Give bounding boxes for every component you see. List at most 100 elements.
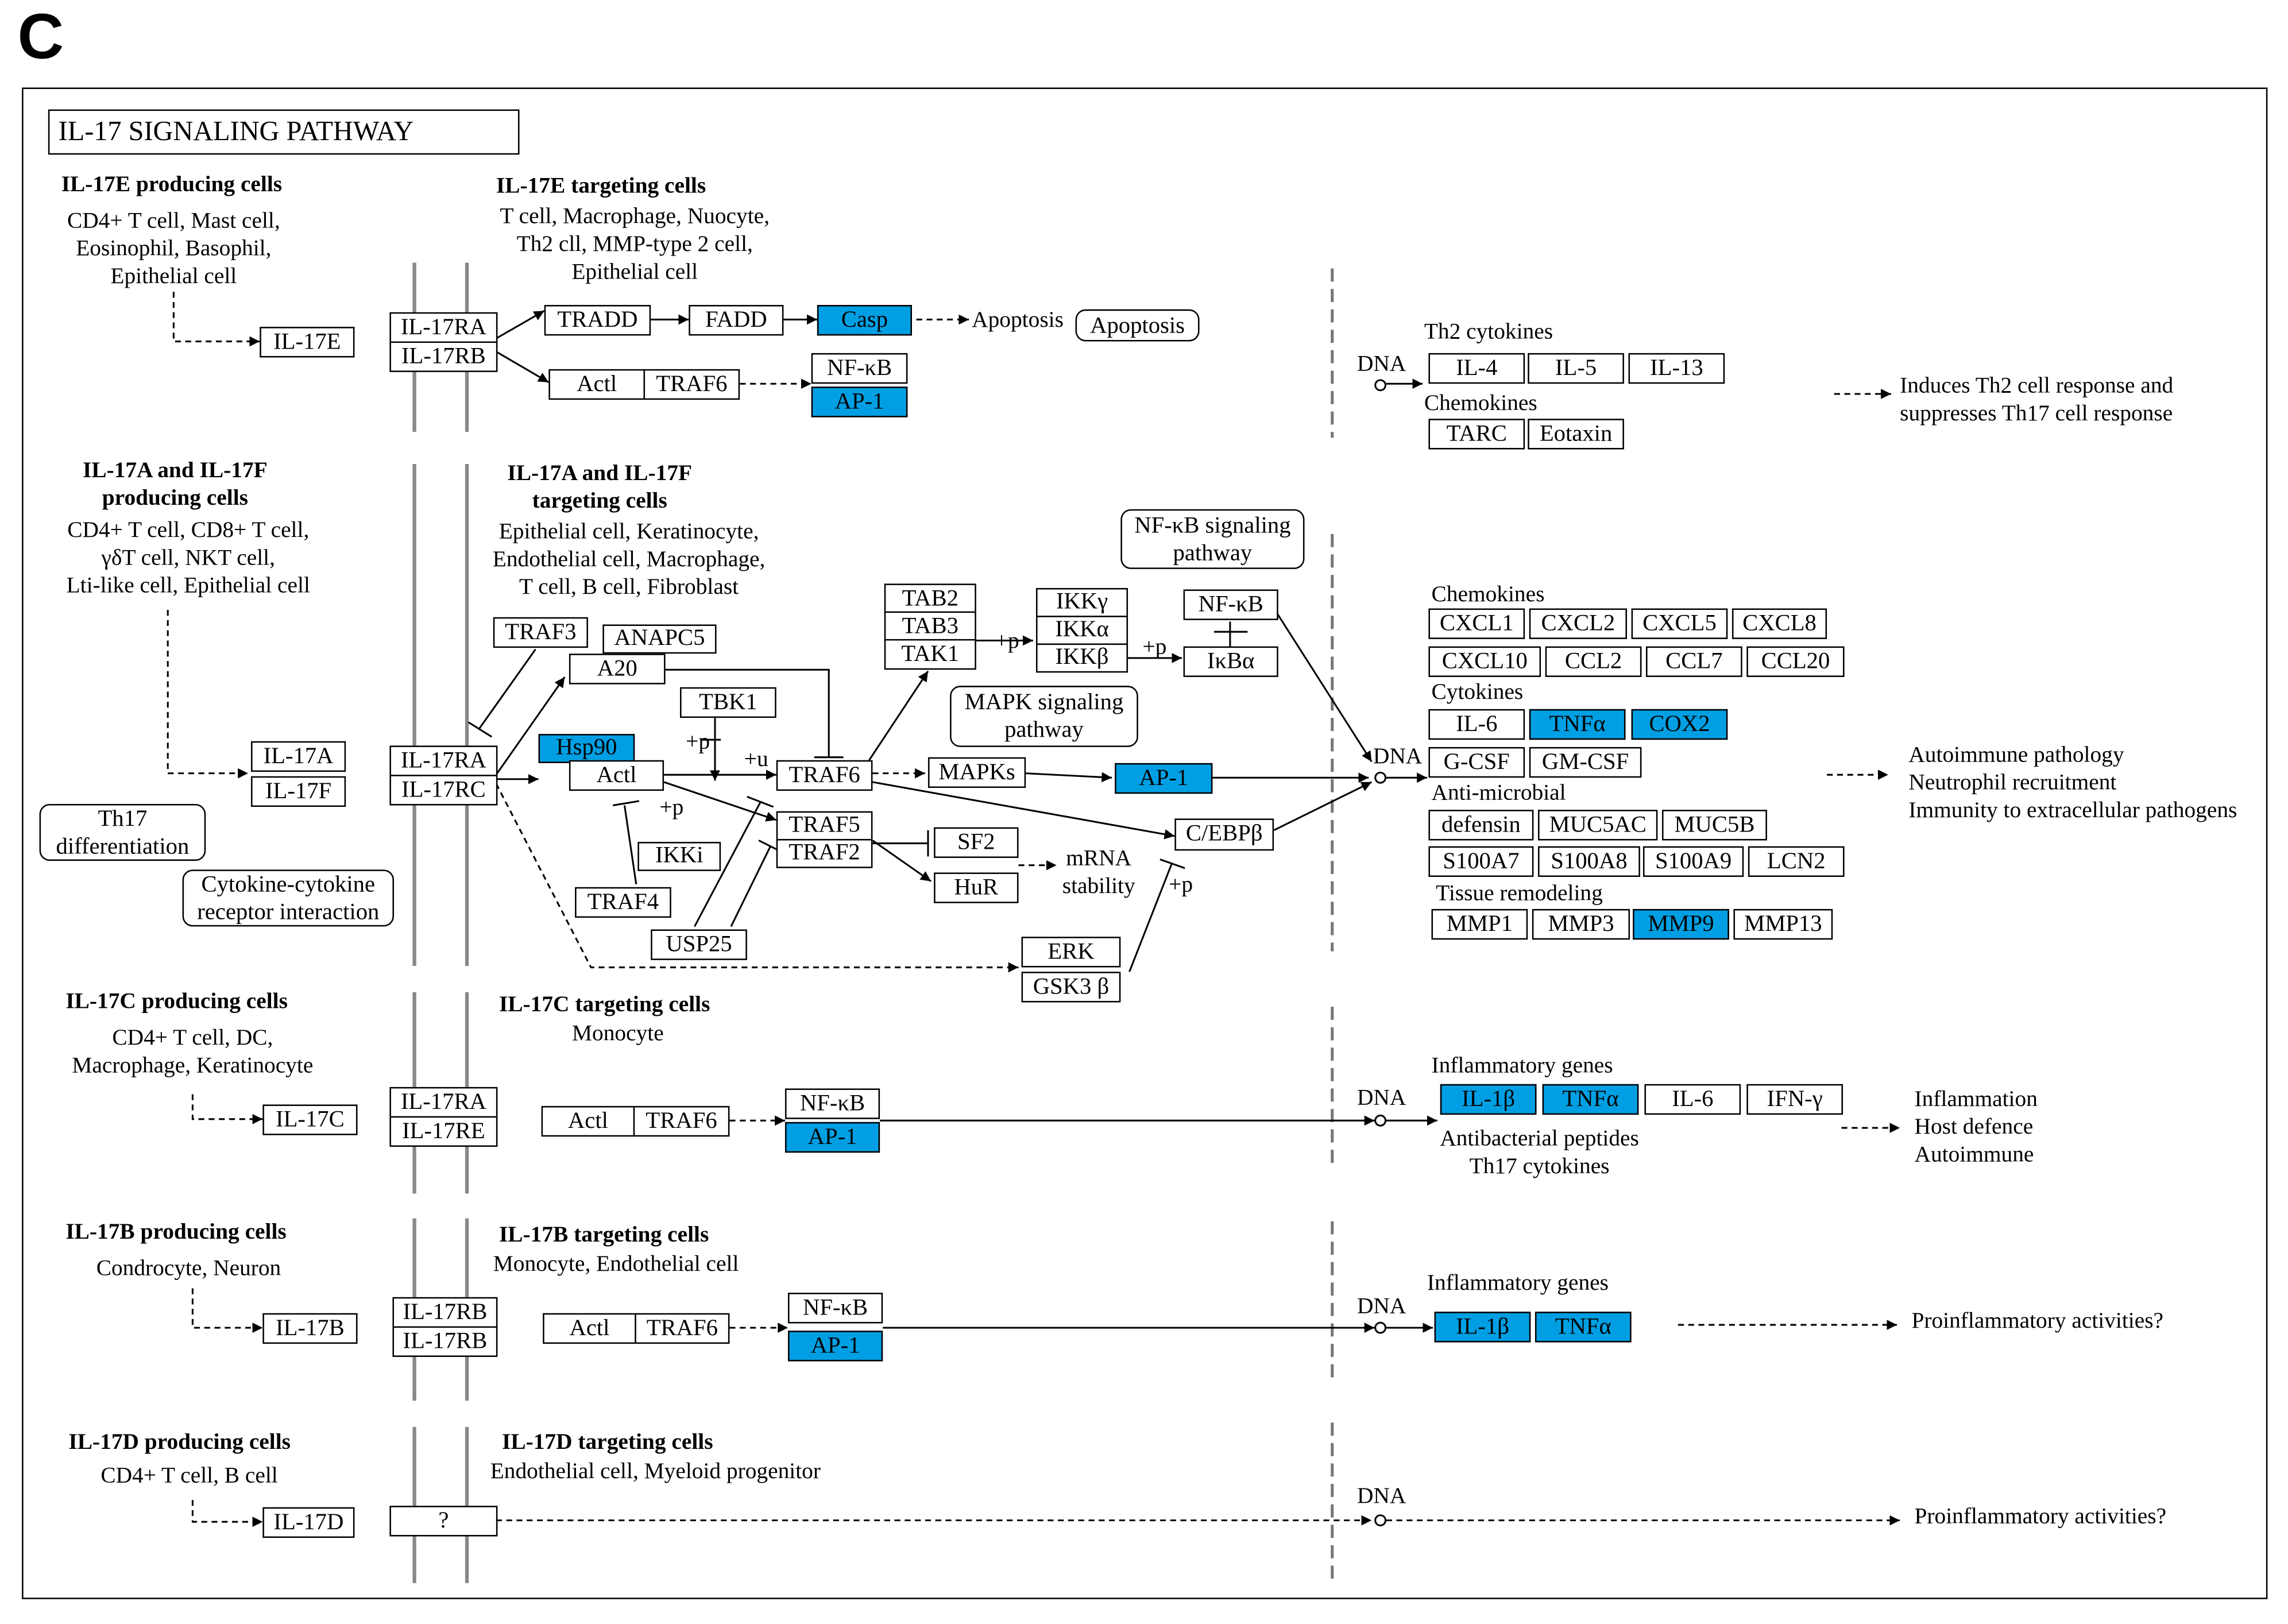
node-usp25[interactable]: USP25: [651, 929, 747, 960]
node-nfkb-3[interactable]: NF-κB: [784, 1088, 880, 1119]
node-tab2[interactable]: TAB2: [884, 583, 976, 614]
il17c-targeting-cells: Monocyte: [571, 1021, 664, 1046]
node-s100a9[interactable]: S100A9: [1642, 846, 1744, 877]
node-sf2[interactable]: SF2: [934, 827, 1019, 858]
node-il1b[interactable]: IL-1β: [1440, 1084, 1537, 1115]
node-hur[interactable]: HuR: [934, 872, 1019, 903]
node-ikka[interactable]: IKKα: [1035, 616, 1128, 645]
node-ccl2[interactable]: CCL2: [1545, 646, 1642, 677]
node-il17ra-2[interactable]: IL-17RA: [389, 745, 498, 776]
node-gsk3b[interactable]: GSK3 β: [1021, 972, 1121, 1003]
node-traf3[interactable]: TRAF3: [493, 617, 588, 648]
node-tak1[interactable]: TAK1: [884, 639, 976, 670]
mapk-signaling-pathway-link[interactable]: MAPK signaling pathway: [950, 686, 1138, 747]
node-il17ra[interactable]: IL-17RA: [389, 312, 498, 343]
node-cox2[interactable]: COX2: [1631, 709, 1728, 740]
node-anapc5[interactable]: ANAPC5: [602, 624, 717, 654]
node-muc5b[interactable]: MUC5B: [1661, 810, 1767, 841]
node-tradd[interactable]: TRADD: [544, 305, 651, 336]
node-ikba[interactable]: IκBα: [1183, 646, 1278, 677]
node-unknown-receptor[interactable]: ?: [389, 1506, 498, 1537]
th17-differentiation-link[interactable]: Th17 differentiation: [39, 803, 206, 861]
node-erk[interactable]: ERK: [1021, 937, 1121, 968]
node-cxcl2[interactable]: CXCL2: [1529, 608, 1627, 639]
node-ap1-2[interactable]: AP-1: [1115, 763, 1213, 794]
node-il13[interactable]: IL-13: [1628, 353, 1725, 384]
node-traf5[interactable]: TRAF5: [776, 811, 873, 841]
node-traf6[interactable]: TRAF6: [643, 369, 740, 400]
node-cxcl1[interactable]: CXCL1: [1428, 608, 1525, 639]
node-ap1-3[interactable]: AP-1: [784, 1122, 880, 1153]
node-fadd[interactable]: FADD: [689, 305, 784, 336]
node-il17b[interactable]: IL-17B: [262, 1313, 358, 1344]
node-tarc[interactable]: TARC: [1428, 419, 1525, 450]
node-gmcsf[interactable]: GM-CSF: [1529, 747, 1642, 778]
node-ccl20[interactable]: CCL20: [1746, 646, 1845, 677]
node-il17e[interactable]: IL-17E: [260, 327, 355, 358]
node-traf4[interactable]: TRAF4: [575, 887, 671, 918]
node-lcn2[interactable]: LCN2: [1748, 846, 1845, 877]
node-ikkb[interactable]: IKKβ: [1035, 643, 1128, 673]
node-actl-3[interactable]: Actl: [541, 1105, 635, 1137]
th2-cytokines-heading: Th2 cytokines: [1424, 319, 1553, 345]
node-il1b-2[interactable]: IL-1β: [1434, 1312, 1531, 1343]
node-mmp1[interactable]: MMP1: [1431, 908, 1528, 940]
node-traf6-4[interactable]: TRAF6: [635, 1313, 730, 1344]
cytokine-receptor-interaction-link[interactable]: Cytokine-cytokine receptor interaction: [182, 869, 395, 927]
node-il17re[interactable]: IL-17RE: [389, 1116, 498, 1147]
node-il4[interactable]: IL-4: [1428, 353, 1525, 384]
node-il17ra-3[interactable]: IL-17RA: [389, 1086, 498, 1118]
node-il17rb[interactable]: IL-17RB: [389, 341, 498, 372]
node-il17f[interactable]: IL-17F: [251, 776, 346, 807]
node-cxcl10[interactable]: CXCL10: [1428, 646, 1541, 677]
node-a20[interactable]: A20: [569, 654, 666, 685]
node-il6-2[interactable]: IL-6: [1644, 1084, 1741, 1115]
node-cxcl8[interactable]: CXCL8: [1732, 608, 1827, 639]
node-ikki[interactable]: IKKi: [637, 842, 721, 871]
node-ikkg[interactable]: IKKγ: [1035, 587, 1128, 617]
node-tbk1[interactable]: TBK1: [680, 687, 776, 718]
node-casp[interactable]: Casp: [817, 305, 912, 336]
node-il17c[interactable]: IL-17C: [262, 1104, 358, 1135]
node-il17rb-3[interactable]: IL-17RB: [392, 1326, 498, 1357]
node-nfkb[interactable]: NF-κB: [811, 353, 908, 384]
node-actl[interactable]: Actl: [548, 369, 646, 400]
node-nfkb-4[interactable]: NF-κB: [788, 1293, 883, 1324]
node-ifng[interactable]: IFN-γ: [1746, 1084, 1843, 1115]
node-actl-4[interactable]: Actl: [543, 1313, 636, 1344]
node-ccl7[interactable]: CCL7: [1646, 646, 1742, 677]
node-muc5ac[interactable]: MUC5AC: [1538, 810, 1658, 841]
node-cebpb[interactable]: C/EBPβ: [1174, 818, 1274, 851]
nfkb-signaling-pathway-link[interactable]: NF-κB signaling pathway: [1120, 509, 1305, 569]
node-mapks[interactable]: MAPKs: [927, 757, 1026, 788]
node-il17d[interactable]: IL-17D: [262, 1507, 355, 1538]
node-traf2[interactable]: TRAF2: [776, 838, 873, 868]
node-mmp3[interactable]: MMP3: [1532, 908, 1630, 940]
node-il17a[interactable]: IL-17A: [251, 741, 346, 772]
node-il6[interactable]: IL-6: [1428, 709, 1525, 740]
node-il17rc[interactable]: IL-17RC: [389, 775, 498, 806]
apoptosis-pathway-link[interactable]: Apoptosis: [1075, 309, 1200, 342]
node-tnfa[interactable]: TNFα: [1529, 709, 1626, 740]
node-mmp9[interactable]: MMP9: [1633, 908, 1729, 940]
node-s100a7[interactable]: S100A7: [1428, 846, 1534, 877]
node-eotaxin[interactable]: Eotaxin: [1528, 419, 1624, 450]
node-hsp90[interactable]: Hsp90: [538, 734, 635, 763]
node-ap1[interactable]: AP-1: [811, 386, 908, 417]
node-tnfa-3[interactable]: TNFα: [1535, 1312, 1632, 1343]
node-traf6-3[interactable]: TRAF6: [633, 1105, 730, 1137]
phospho-label-4: +p: [1142, 635, 1167, 660]
node-mmp13[interactable]: MMP13: [1733, 908, 1833, 940]
node-il5[interactable]: IL-5: [1528, 353, 1624, 384]
node-defensin[interactable]: defensin: [1428, 810, 1534, 841]
node-tab3[interactable]: TAB3: [884, 611, 976, 642]
node-tnfa-2[interactable]: TNFα: [1542, 1084, 1639, 1115]
node-actl-2[interactable]: Actl: [569, 760, 664, 791]
node-ap1-4[interactable]: AP-1: [788, 1331, 883, 1362]
node-il17rb-2[interactable]: IL-17RB: [392, 1297, 498, 1328]
node-traf6-2[interactable]: TRAF6: [776, 760, 873, 791]
node-nfkb-2[interactable]: NF-κB: [1183, 589, 1278, 620]
node-cxcl5[interactable]: CXCL5: [1631, 608, 1728, 639]
node-gcsf[interactable]: G-CSF: [1428, 747, 1525, 778]
node-s100a8[interactable]: S100A8: [1538, 846, 1640, 877]
